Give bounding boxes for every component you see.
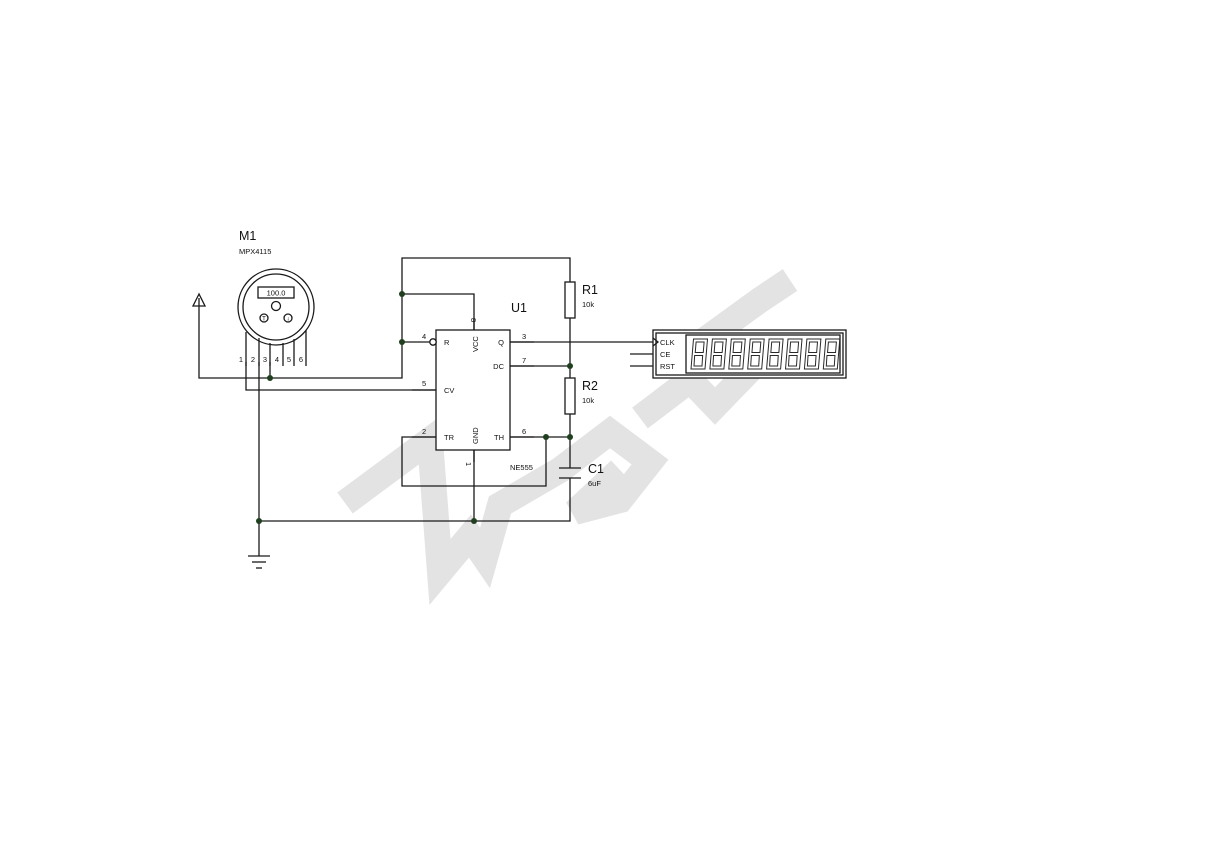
seven-segment-digit (747, 338, 765, 370)
u1-part: NE555 (510, 463, 533, 472)
junction-dot (399, 291, 405, 297)
resistor-r1[interactable]: R1 10k (564, 281, 598, 319)
seven-segment-digit (728, 338, 746, 370)
m1-ref: M1 (239, 229, 256, 243)
r2-ref: R2 (582, 379, 598, 393)
junction-dot (399, 339, 405, 345)
junction-dot (543, 434, 549, 440)
m1-pin-2: 2 (251, 355, 255, 364)
r1-value: 10k (582, 300, 594, 309)
seven-segment-digit (690, 338, 709, 370)
u1-pin-8-num: 8 (469, 318, 478, 322)
temperature-icon (259, 313, 269, 323)
u1-pin-r-label: R (444, 338, 450, 347)
resistor-r2[interactable]: R2 10k (564, 377, 598, 415)
m1-pin-6: 6 (299, 355, 303, 364)
u1-pin-gnd-label: GND (471, 427, 480, 444)
ground-icon[interactable] (248, 555, 270, 569)
u1-pin-tr-label: TR (444, 433, 455, 442)
seven-segment-digit (709, 338, 727, 370)
timer-u1[interactable]: U1 R VCC Q DC CV TR GND TH 4 8 3 7 5 2 1… (412, 301, 534, 472)
m1-pin-5: 5 (287, 355, 291, 364)
u1-pin-th-label: TH (494, 433, 504, 442)
counter-clk-label: CLK (660, 338, 675, 347)
junction-dot (267, 375, 273, 381)
seven-segment-digit (822, 338, 841, 370)
u1-pin-6-num: 6 (522, 427, 526, 436)
u1-pin-vcc-label: VCC (471, 336, 480, 352)
u1-pin-4-num: 4 (422, 332, 426, 341)
seven-segment-digit (803, 338, 822, 370)
seven-segment-digits (690, 338, 841, 370)
u1-pin-3-num: 3 (522, 332, 526, 341)
r1-ref: R1 (582, 283, 598, 297)
junction-dot (256, 518, 262, 524)
u1-pin-1-num: 1 (464, 462, 473, 466)
pressure-sensor-m1[interactable]: M1 MPX4115 100.0 T ↓ 1 2 3 4 5 6 (237, 229, 315, 366)
m1-pin-4: 4 (275, 355, 279, 364)
m1-part: MPX4115 (239, 247, 271, 256)
svg-text:↓: ↓ (287, 317, 290, 323)
m1-display: 100.0 (267, 289, 286, 298)
capacitor-c1[interactable]: C1 6uF (559, 462, 604, 488)
counter-display[interactable]: CLK CE RST (652, 329, 847, 379)
svg-text:T: T (262, 317, 266, 323)
u1-pin-cv-label: CV (444, 386, 454, 395)
junction-dot (471, 518, 477, 524)
watermark (337, 269, 798, 605)
down-arrow-icon (283, 313, 293, 323)
counter-rst-label: RST (660, 362, 675, 371)
u1-pin-5-num: 5 (422, 379, 426, 388)
junction-dot (567, 434, 573, 440)
c1-ref: C1 (588, 462, 604, 476)
seven-segment-digit (766, 338, 784, 370)
m1-pin-1: 1 (239, 355, 243, 364)
junctions (256, 291, 573, 524)
junction-dot (567, 363, 573, 369)
counter-ce-label: CE (660, 350, 670, 359)
u1-pin-7-num: 7 (522, 356, 526, 365)
u1-ref: U1 (511, 301, 527, 315)
u1-pin-2-num: 2 (422, 427, 426, 436)
u1-pin-q-label: Q (498, 338, 504, 347)
seven-segment-digit (784, 338, 803, 370)
c1-value: 6uF (588, 479, 601, 488)
u1-pin-dc-label: DC (493, 362, 504, 371)
m1-pin-3: 3 (263, 355, 267, 364)
r2-value: 10k (582, 396, 594, 405)
power-terminal-icon[interactable] (191, 292, 207, 308)
